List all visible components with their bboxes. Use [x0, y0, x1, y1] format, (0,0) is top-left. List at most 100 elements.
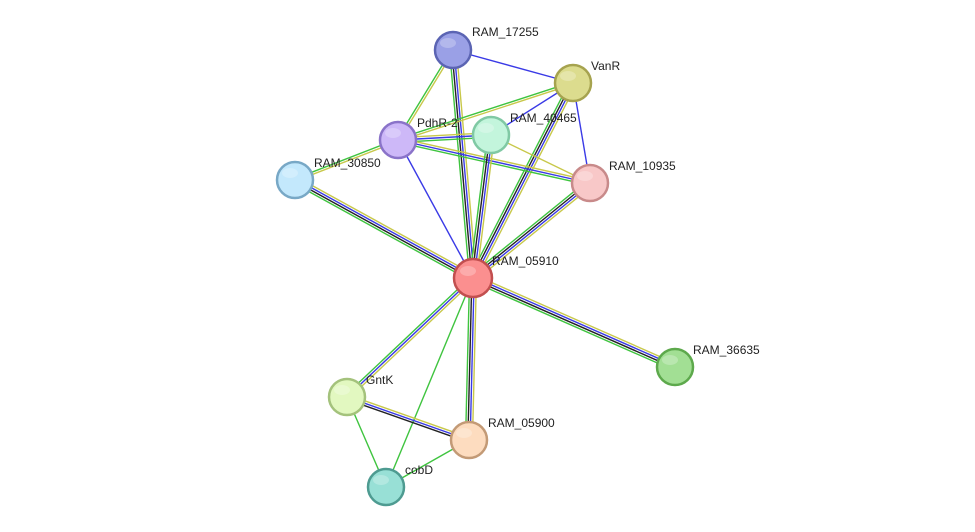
edge-RAM_05910-cobD [385, 277, 474, 488]
edge-line-coexpression [451, 50, 473, 279]
node-cobD[interactable]: cobD [366, 463, 433, 507]
node-highlight [560, 71, 576, 81]
edge-line-coexpression [471, 181, 590, 278]
node-highlight [662, 355, 678, 365]
edge-RAM_30850-RAM_05910 [292, 176, 476, 282]
node-label: RAM_10935 [609, 159, 676, 173]
edge-line-textmining [398, 83, 574, 142]
node-RAM_30850[interactable]: RAM_30850 [275, 156, 381, 200]
node-highlight [440, 38, 456, 48]
edge-line-textmining [455, 49, 478, 278]
node-circle[interactable] [553, 63, 593, 103]
edge-line-experiments [397, 141, 590, 186]
node-highlight [282, 168, 298, 178]
node-circle[interactable] [275, 160, 315, 200]
node-VanR[interactable]: VanR [553, 59, 620, 103]
node-highlight [478, 123, 494, 133]
node-circle[interactable] [366, 467, 406, 507]
edge-line-coexpression [471, 82, 573, 278]
node-circle[interactable] [452, 257, 494, 299]
edge-line-experiments [448, 50, 471, 279]
node-RAM_05910[interactable]: RAM_05910 [452, 254, 559, 299]
node-circle[interactable] [570, 163, 610, 203]
node-highlight [385, 128, 401, 138]
edge-RAM_17255-VanR [452, 49, 574, 84]
edge-line-experiments [464, 277, 471, 440]
edge-line-coexpression [346, 398, 469, 443]
edge-line-experiments [385, 277, 474, 488]
edge-line-coexpression [294, 180, 473, 280]
edge-line-database [346, 277, 474, 398]
edge-line-textmining [471, 278, 478, 441]
edge-line-database [473, 83, 575, 279]
edge-RAM_05910-RAM_36635 [471, 274, 677, 371]
node-highlight [577, 171, 593, 181]
edge-RAM_17255-RAM_05910 [448, 49, 478, 279]
node-RAM_17255[interactable]: RAM_17255 [433, 25, 539, 70]
edge-line-textmining [475, 135, 496, 279]
node-PdhR-2[interactable]: PdhR-2 [378, 116, 458, 160]
node-label: RAM_36635 [693, 343, 760, 357]
edge-VanR-RAM_05910 [469, 81, 577, 280]
edge-RAM_10935-RAM_05910 [470, 179, 593, 282]
edge-line-experiments [344, 275, 472, 396]
node-label: cobD [405, 463, 433, 477]
edge-line-database [469, 278, 475, 441]
node-GntK[interactable]: GntK [327, 373, 393, 417]
edge-line-textmining [398, 137, 591, 182]
node-label: PdhR-2 [417, 116, 458, 130]
node-label: GntK [366, 373, 393, 387]
edge-line-coexpression [472, 278, 675, 369]
node-label: RAM_40465 [510, 111, 577, 125]
edge-PdhR-2-RAM_10935 [397, 137, 591, 186]
edge-line-database [397, 139, 474, 279]
edge-line-database [473, 135, 493, 279]
edge-RAM_40465-RAM_05910 [468, 134, 496, 279]
edge-line-experiments [469, 81, 571, 277]
edge-line-coexpression [467, 277, 473, 440]
edge-line-database [346, 396, 470, 441]
node-label: RAM_05900 [488, 416, 555, 430]
node-label: RAM_17255 [472, 25, 539, 39]
edge-line-database [473, 276, 676, 367]
node-circle[interactable] [655, 347, 695, 387]
node-RAM_40465[interactable]: RAM_40465 [471, 111, 577, 155]
node-label: RAM_30850 [314, 156, 381, 170]
edge-line-experiments [470, 179, 589, 276]
edge-line-database [295, 178, 474, 278]
edge-RAM_05910-RAM_05900 [464, 277, 478, 441]
edge-line-experiments [397, 81, 573, 140]
edge-line-textmining [347, 394, 470, 439]
node-RAM_36635[interactable]: RAM_36635 [655, 343, 760, 387]
edge-line-experiments [471, 280, 674, 371]
edge-line-coexpression [471, 134, 491, 278]
node-circle[interactable] [378, 120, 418, 160]
edges-layer [292, 49, 677, 488]
edge-RAM_05910-GntK [344, 275, 476, 400]
node-circle[interactable] [327, 377, 367, 417]
edge-line-textmining [474, 185, 593, 282]
edge-line-textmining [296, 176, 476, 276]
node-highlight [334, 385, 350, 395]
edge-line-database [452, 49, 574, 84]
edge-line-textmining [474, 274, 677, 365]
node-label: VanR [591, 59, 620, 73]
node-highlight [373, 475, 389, 485]
edge-line-textmining [475, 84, 577, 280]
node-highlight [460, 266, 476, 276]
node-RAM_10935[interactable]: RAM_10935 [570, 159, 676, 203]
node-circle[interactable] [449, 420, 489, 460]
node-label: RAM_05910 [492, 254, 559, 268]
node-RAM_05900[interactable]: RAM_05900 [449, 416, 555, 460]
edge-line-textmining [348, 279, 476, 400]
edge-line-experiments [292, 182, 472, 282]
edge-line-database [453, 49, 475, 278]
node-circle[interactable] [471, 115, 511, 155]
edge-line-database [397, 139, 591, 184]
edge-GntK-RAM_05900 [346, 394, 470, 443]
edge-line-experiments [468, 134, 489, 278]
edge-VanR-PdhR-2 [397, 81, 574, 142]
node-circle[interactable] [433, 30, 473, 70]
